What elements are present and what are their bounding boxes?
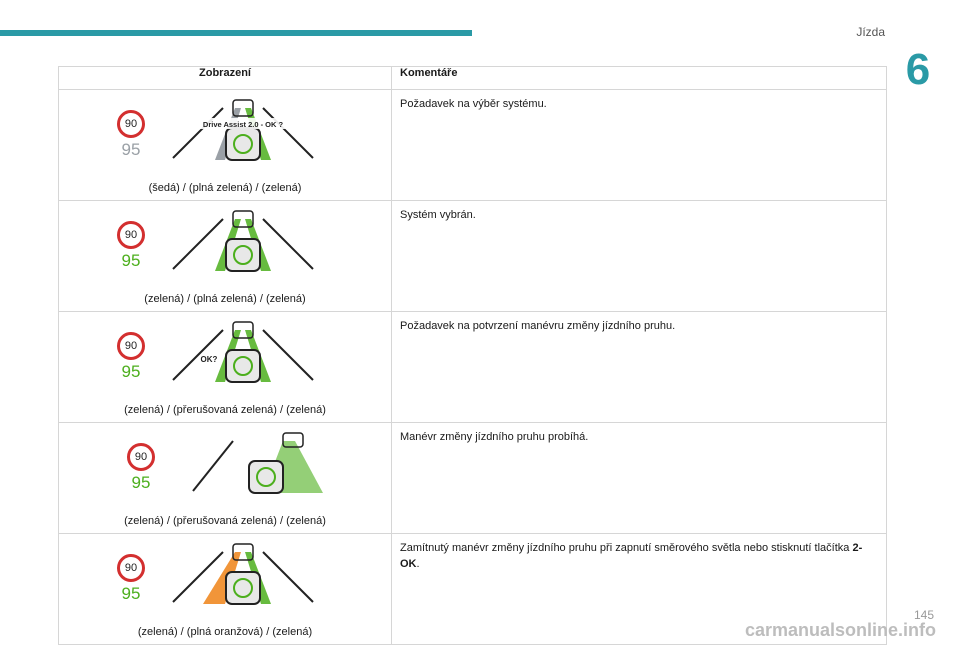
overlay-text: Drive Assist 2.0 - OK ?	[203, 120, 284, 129]
display-caption: (šedá) / (plná zelená) / (zelená)	[148, 182, 302, 194]
table-row: 90 95 Drive Assist 2.0 - OK ? (šedá) / (…	[58, 89, 887, 201]
display-cell: 90 95 Drive Assist 2.0 - OK ? (šedá) / (…	[58, 89, 392, 201]
display-caption: (zelená) / (plná zelená) / (zelená)	[144, 293, 306, 305]
button-name: 2-OK	[400, 542, 863, 570]
watermark: carmanualsonline.info	[744, 620, 936, 640]
overlay-text: OK?	[201, 355, 218, 364]
speed-value: 95	[121, 140, 141, 159]
speed-limit: 90 95	[117, 554, 145, 603]
comment-text: Manévr změny jízdního pruhu probíhá.	[400, 431, 589, 443]
display-cell: 90 95 OK? (zelená) / (přerušovaná zelená…	[58, 311, 392, 423]
display-cell: 90 95 (zelená) / (přerušovaná zelená) / …	[58, 422, 392, 534]
comment-text: Systém vybrán.	[400, 209, 476, 221]
comment-cell: Systém vybrán.	[391, 200, 887, 312]
speed-limit: 90 95	[117, 110, 145, 159]
comment-cell: Zamítnutý manévr změny jízdního pruhu př…	[391, 533, 887, 645]
speed-limit-sign: 90	[117, 554, 145, 582]
comment-cell: Manévr změny jízdního pruhu probíhá.	[391, 422, 887, 534]
table-row: 90 95 (zelená) / (přerušovaná zelená) / …	[58, 422, 887, 534]
display-caption: (zelená) / (přerušovaná zelená) / (zelen…	[124, 404, 326, 416]
comment-text: Zamítnutý manévr změny jízdního pruhu př…	[400, 542, 853, 554]
speed-value: 95	[121, 362, 141, 381]
display-caption: (zelená) / (přerušovaná zelená) / (zelen…	[124, 515, 326, 527]
table-row: 90 95 (zelená) / (plná zelená) / (zelená…	[58, 200, 887, 312]
speed-value: 95	[131, 473, 151, 492]
comment-cell: Požadavek na potvrzení manévru změny jíz…	[391, 311, 887, 423]
display-cell: 90 95 (zelená) / (plná zelená) / (zelená…	[58, 200, 392, 312]
table-row: 90 95 OK? (zelená) / (přerušovaná zelená…	[58, 311, 887, 423]
comment-text: Požadavek na potvrzení manévru změny jíz…	[400, 320, 676, 332]
speed-limit-sign: 90	[117, 332, 145, 360]
speed-value: 95	[121, 584, 141, 603]
page-number: 145	[913, 608, 934, 622]
lane-illustration: OK?	[172, 321, 314, 383]
header-accent-bar	[0, 30, 472, 36]
table-header-row: Zobrazení Komentáře	[58, 66, 887, 90]
speed-limit-sign: 90	[127, 443, 155, 471]
display-cell: 90 95 (zelená) / (plná oranžová) / (zele…	[58, 533, 392, 645]
section-title: Jízda	[856, 25, 885, 39]
chapter-number: 6	[905, 45, 931, 94]
header-display: Zobrazení	[58, 66, 392, 90]
lane-illustration	[192, 432, 323, 494]
table-row: 90 95 (zelená) / (plná oranžová) / (zele…	[58, 533, 887, 645]
display-table: Zobrazení Komentáře 90 95	[58, 66, 887, 645]
header-comment: Komentáře	[391, 66, 887, 90]
speed-limit-sign: 90	[117, 221, 145, 249]
display-caption: (zelená) / (plná oranžová) / (zelená)	[137, 626, 313, 638]
comment-text: Požadavek na výběr systému.	[400, 98, 547, 110]
speed-limit: 90 95	[117, 332, 145, 381]
speed-value: 95	[121, 251, 141, 270]
speed-limit: 90 95	[127, 443, 155, 492]
lane-illustration: Drive Assist 2.0 - OK ?	[172, 99, 314, 161]
lane-illustration	[172, 543, 314, 605]
speed-limit: 90 95	[117, 221, 145, 270]
lane-illustration	[172, 210, 314, 272]
comment-cell: Požadavek na výběr systému.	[391, 89, 887, 201]
speed-limit-sign: 90	[117, 110, 145, 138]
